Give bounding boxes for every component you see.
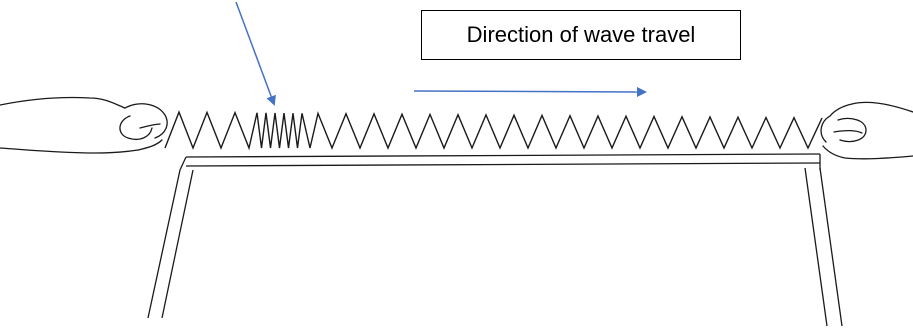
table-top-edge — [185, 153, 821, 158]
table-leg-left-outer — [147, 169, 181, 319]
table-leg-right-outer — [819, 167, 843, 327]
compression-pointer-arrow — [235, 1, 276, 106]
left-hand — [0, 96, 168, 154]
table-left-end — [179, 156, 187, 171]
direction-arrow — [413, 86, 647, 97]
direction-label-box: Direction of wave travel — [421, 10, 741, 60]
table-leg-right-inner — [804, 167, 828, 327]
right-hand — [820, 101, 913, 160]
direction-label: Direction of wave travel — [466, 22, 696, 47]
slinky-spring — [164, 110, 823, 151]
table-top-inner-edge — [185, 162, 821, 167]
table-outline — [147, 153, 843, 327]
table-leg-left-inner — [161, 169, 194, 319]
